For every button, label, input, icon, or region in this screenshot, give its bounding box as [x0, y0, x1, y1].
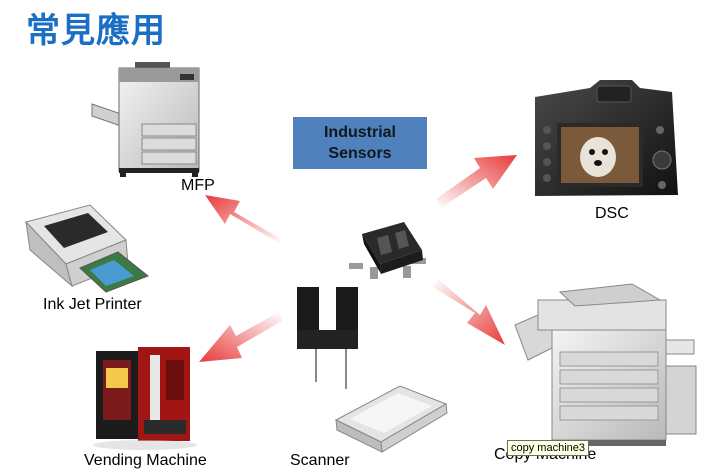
copy-machine-image [514, 283, 697, 446]
inkjet-printer-image [25, 204, 149, 293]
mfp-image [91, 62, 200, 177]
image-tooltip: copy machine3 [507, 440, 589, 456]
arrow-to-copy [433, 279, 505, 345]
scanner-image [334, 385, 448, 453]
slotted-sensor-image [297, 287, 358, 389]
mfp-label: MFP [181, 177, 215, 194]
slide-title: 常見應用 [26, 11, 166, 51]
industrial-sensors-box: Industrial Sensors [293, 117, 427, 169]
dsc-label: DSC [595, 205, 629, 222]
reflective-sensor-image [349, 222, 426, 279]
vending-machine-image [93, 347, 197, 450]
arrow-to-dsc [436, 155, 517, 208]
arrow-to-vending [199, 312, 282, 362]
scanner-label: Scanner [290, 452, 350, 469]
inkjet-label: Ink Jet Printer [43, 296, 142, 313]
arrow-to-mfp [205, 195, 283, 243]
vending-label: Vending Machine [84, 452, 207, 469]
box-line-2: Sensors [328, 145, 392, 162]
dsc-image [535, 80, 678, 196]
box-line-1: Industrial [323, 124, 396, 141]
